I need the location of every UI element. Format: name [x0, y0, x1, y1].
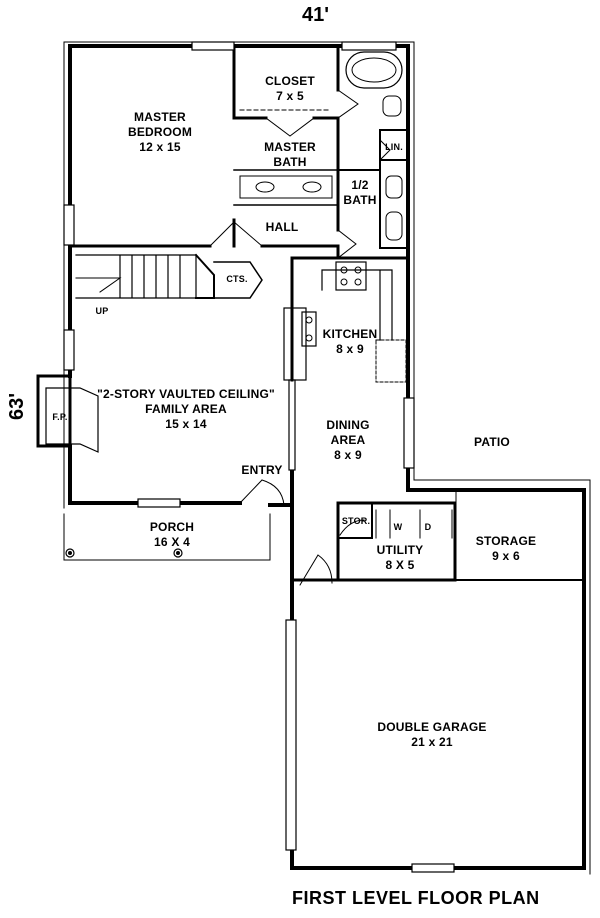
storage-label: STORAGE 9 x 6: [475, 534, 537, 563]
double-garage-label: DOUBLE GARAGE 21 x 21: [377, 720, 487, 749]
depth-dimension: 63': [6, 392, 28, 420]
entry-label: ENTRY: [241, 463, 283, 477]
fireplace: [36, 374, 72, 448]
hall-label: HALL: [265, 220, 299, 234]
porch-outline: [63, 513, 271, 561]
utility-label: UTILITY 8 X 5: [376, 543, 424, 572]
dining-area-label: DINING AREA 8 x 9: [326, 418, 370, 462]
master-bedroom-label: MASTER BEDROOM 12 x 15: [127, 110, 193, 154]
staircase: [75, 254, 197, 299]
cts-label: CTS.: [226, 274, 248, 284]
plan-title: FIRST LEVEL FLOOR PLAN: [292, 888, 540, 908]
kitchen-label: KITCHEN 8 x 9: [322, 327, 378, 356]
master-bath-label: MASTER BATH: [264, 140, 316, 169]
washer-label: W: [393, 522, 403, 532]
linen-label: LIN.: [385, 142, 403, 152]
fireplace-label: F.P.: [52, 412, 68, 422]
half-bath-label: 1/2 BATH: [343, 178, 377, 207]
kitchen-counter: [321, 269, 393, 341]
stairs-up-label: UP: [95, 306, 109, 316]
closet-label: CLOSET 7 x 5: [265, 74, 315, 103]
stor-label: STOR.: [341, 516, 371, 526]
porch-label: PORCH 16 X 4: [149, 520, 195, 549]
patio-label: PATIO: [474, 435, 510, 449]
width-dimension: 41': [302, 4, 330, 26]
family-area-label: "2-STORY VAULTED CEILING" FAMILY AREA 15…: [97, 387, 275, 431]
dryer-label: D: [424, 522, 432, 532]
